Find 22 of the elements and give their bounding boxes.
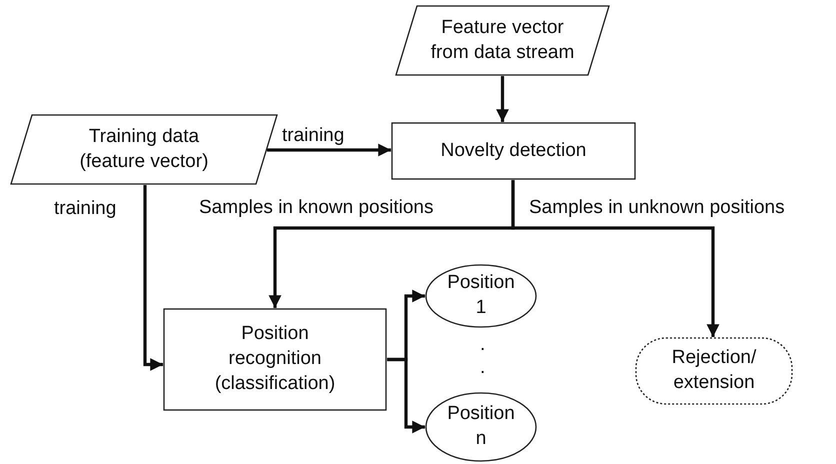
process-box [391, 122, 636, 180]
node-label: Training data (feature vector) [78, 124, 210, 174]
node-label: Rejection/ extension [670, 346, 758, 395]
edge-label: Samples in known positions [197, 197, 436, 219]
edge-label: Samples in unknown positions [527, 197, 787, 219]
output-ellipse [425, 264, 537, 328]
data-parallelogram [395, 5, 610, 76]
node-label: Position n [446, 402, 516, 451]
arrow [511, 180, 720, 337]
arrow [267, 144, 391, 156]
node-label: Position 1 [446, 271, 516, 320]
edge-label: training [280, 125, 346, 147]
data-parallelogram [10, 114, 278, 185]
arrow [496, 76, 509, 122]
node-label: Position recognition (classification) [214, 322, 336, 396]
node-label: Feature vector from data stream [430, 16, 576, 64]
output-ellipse [425, 392, 537, 462]
node-label: Novelty detection [440, 138, 586, 163]
edge-label: training [52, 198, 118, 220]
arrow [143, 185, 163, 371]
process-box [163, 308, 387, 411]
arrow [387, 358, 425, 434]
